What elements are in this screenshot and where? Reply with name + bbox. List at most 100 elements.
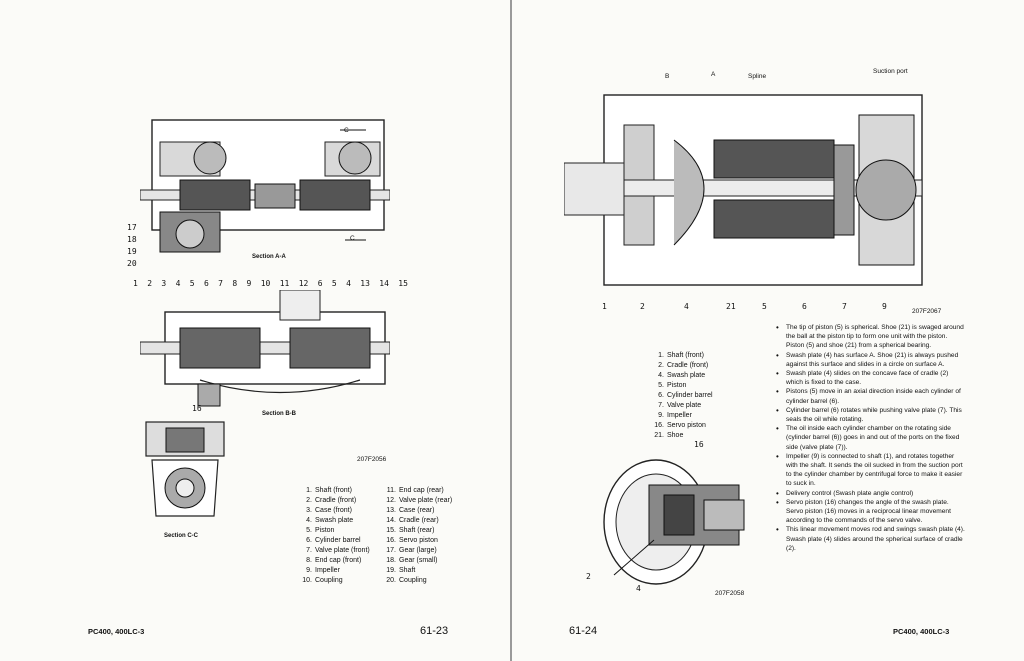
callout-number: 15 <box>398 279 408 288</box>
list-item: Servo piston (16) changes the angle of t… <box>774 498 966 526</box>
callout-number: 7 <box>218 279 223 288</box>
list-item: 8.End cap (front) <box>306 557 362 564</box>
list-item: The tip of piston (5) is spherical. Shoe… <box>774 323 966 351</box>
list-item: Swash plate (4) slides on the concave fa… <box>774 369 966 387</box>
list-item: 2.Cradle (front) <box>658 362 709 369</box>
callout-number: 2 <box>147 279 153 288</box>
callout-number: 5 <box>762 302 767 311</box>
list-item: 6.Cylinder barrel <box>306 537 361 544</box>
list-item: 9.Impeller <box>306 567 340 574</box>
list-item: 10.Coupling <box>302 577 343 584</box>
top-callout-row: 1 2 3 4 5 6 7 8 9 10 11 12 6 5 4 13 14 1… <box>133 279 408 288</box>
callout-20: 20 <box>127 259 137 268</box>
callout-number: 10 <box>260 279 271 288</box>
book-gutter <box>509 0 512 661</box>
callout-number: 6 <box>203 279 209 288</box>
section-bb-drawing <box>140 290 390 408</box>
right-page: B A Spline Suction port 1 2 4 21 5 6 7 9… <box>512 0 1024 661</box>
list-item: 12.Valve plate (rear) <box>386 497 453 504</box>
list-item: 5.Piston <box>658 382 687 389</box>
figure-code-left: 207F2056 <box>357 456 387 463</box>
list-item: 7.Valve plate (front) <box>306 547 370 554</box>
callout-17: 17 <box>127 223 137 232</box>
callout-number: 14 <box>379 279 389 288</box>
list-item: Impeller (9) is connected to shaft (1), … <box>774 452 966 489</box>
callout-number: 1 <box>133 279 138 288</box>
list-item: The oil inside each cylinder chamber on … <box>774 424 966 452</box>
callout-2-right: 2 <box>586 572 591 581</box>
callout-number: 8 <box>232 279 238 288</box>
label-b: B <box>665 73 670 80</box>
list-item: 9.Impeller <box>658 412 692 419</box>
callout-number: 6 <box>802 302 807 311</box>
list-item: 4.Swash plate <box>658 372 706 379</box>
bottom-callout-row: 1 2 4 21 5 6 7 9 <box>602 302 902 316</box>
label-suction-port: Suction port <box>873 68 908 75</box>
label-a: A <box>711 71 716 78</box>
list-item: 4.Swash plate <box>306 517 354 524</box>
page-number-left: 61-23 <box>420 625 449 637</box>
callout-18: 18 <box>127 235 137 244</box>
callout-number: 6 <box>317 279 323 288</box>
callout-16: 16 <box>192 404 202 413</box>
list-item: 13.Case (rear) <box>386 507 435 514</box>
list-item: 1.Shaft (front) <box>306 487 352 494</box>
callout-number: 3 <box>161 279 167 288</box>
left-page: C C Section A-A 17 18 19 20 1 2 3 4 5 6 … <box>0 0 510 661</box>
list-item: This linear movement moves rod and swing… <box>774 525 966 553</box>
list-item: Pistons (5) move in an axial direction i… <box>774 387 966 405</box>
callout-19: 19 <box>127 247 137 256</box>
side-callouts: 17 18 19 20 <box>127 222 137 270</box>
callout-number: 12 <box>298 279 309 288</box>
legend-column-2: 11.End cap (rear) 12.Valve plate (rear) … <box>380 486 452 586</box>
list-item: 7.Valve plate <box>658 402 702 409</box>
footer-model-left: PC400, 400LC-3 <box>88 627 145 636</box>
callout-number: 11 <box>279 279 290 288</box>
pump-cross-section-drawing <box>564 85 924 300</box>
callout-number: 1 <box>602 302 607 311</box>
callout-number: 5 <box>189 279 195 288</box>
callout-4-right: 4 <box>636 584 641 593</box>
callout-number: 2 <box>640 302 645 311</box>
list-item: 14.Cradle (rear) <box>386 517 439 524</box>
callout-number: 13 <box>360 279 370 288</box>
section-cc-drawing <box>144 420 226 520</box>
list-item: 5.Piston <box>306 527 335 534</box>
list-item: 3.Case (front) <box>306 507 352 514</box>
callout-number: 7 <box>842 302 847 311</box>
list-item: 6.Cylinder barrel <box>658 392 713 399</box>
list-item: 1.Shaft (front) <box>658 352 704 359</box>
callout-number: 5 <box>331 279 337 288</box>
callout-number: 21 <box>726 302 736 311</box>
pump-perspective-drawing <box>594 450 764 590</box>
list-item: 17.Gear (large) <box>386 547 437 554</box>
c-marker-top: C <box>344 127 349 134</box>
callout-16-right: 16 <box>694 440 704 449</box>
list-item: 11.End cap (rear) <box>386 487 444 494</box>
figure-code-bottom: 207F2058 <box>715 590 745 597</box>
callout-number: 4 <box>684 302 689 311</box>
section-cc-caption: Section C-C <box>164 533 199 539</box>
legend-right: 1.Shaft (front) 2.Cradle (front) 4.Swash… <box>648 351 713 441</box>
footer-model-right: PC400, 400LC-3 <box>893 627 950 636</box>
callout-number: 9 <box>246 279 252 288</box>
list-item: 2.Cradle (front) <box>306 497 357 504</box>
list-item: Swash plate (4) has surface A. Shoe (21)… <box>774 351 966 369</box>
callout-number: 9 <box>882 302 887 311</box>
list-item: 16.Servo piston <box>386 537 438 544</box>
legend-column-1: 1.Shaft (front) 2.Cradle (front) 3.Case … <box>296 486 370 586</box>
c-marker-bottom: C <box>350 235 355 242</box>
section-aa-drawing <box>140 112 390 257</box>
list-item: 16.Servo piston <box>654 422 706 429</box>
page-number-right: 61-24 <box>569 625 598 637</box>
callout-number: 4 <box>175 279 181 288</box>
list-item: 19.Shaft <box>386 567 416 574</box>
section-aa-caption: Section A-A <box>252 254 286 260</box>
description-text: The tip of piston (5) is spherical. Shoe… <box>774 323 966 553</box>
label-spline: Spline <box>748 73 767 80</box>
list-item: Delivery control (Swash plate angle cont… <box>774 489 966 498</box>
callout-number: 4 <box>346 279 351 288</box>
section-bb-caption: Section B-B <box>262 411 297 417</box>
list-item: 18.Gear (small) <box>386 557 438 564</box>
list-item: 15.Shaft (rear) <box>386 527 435 534</box>
